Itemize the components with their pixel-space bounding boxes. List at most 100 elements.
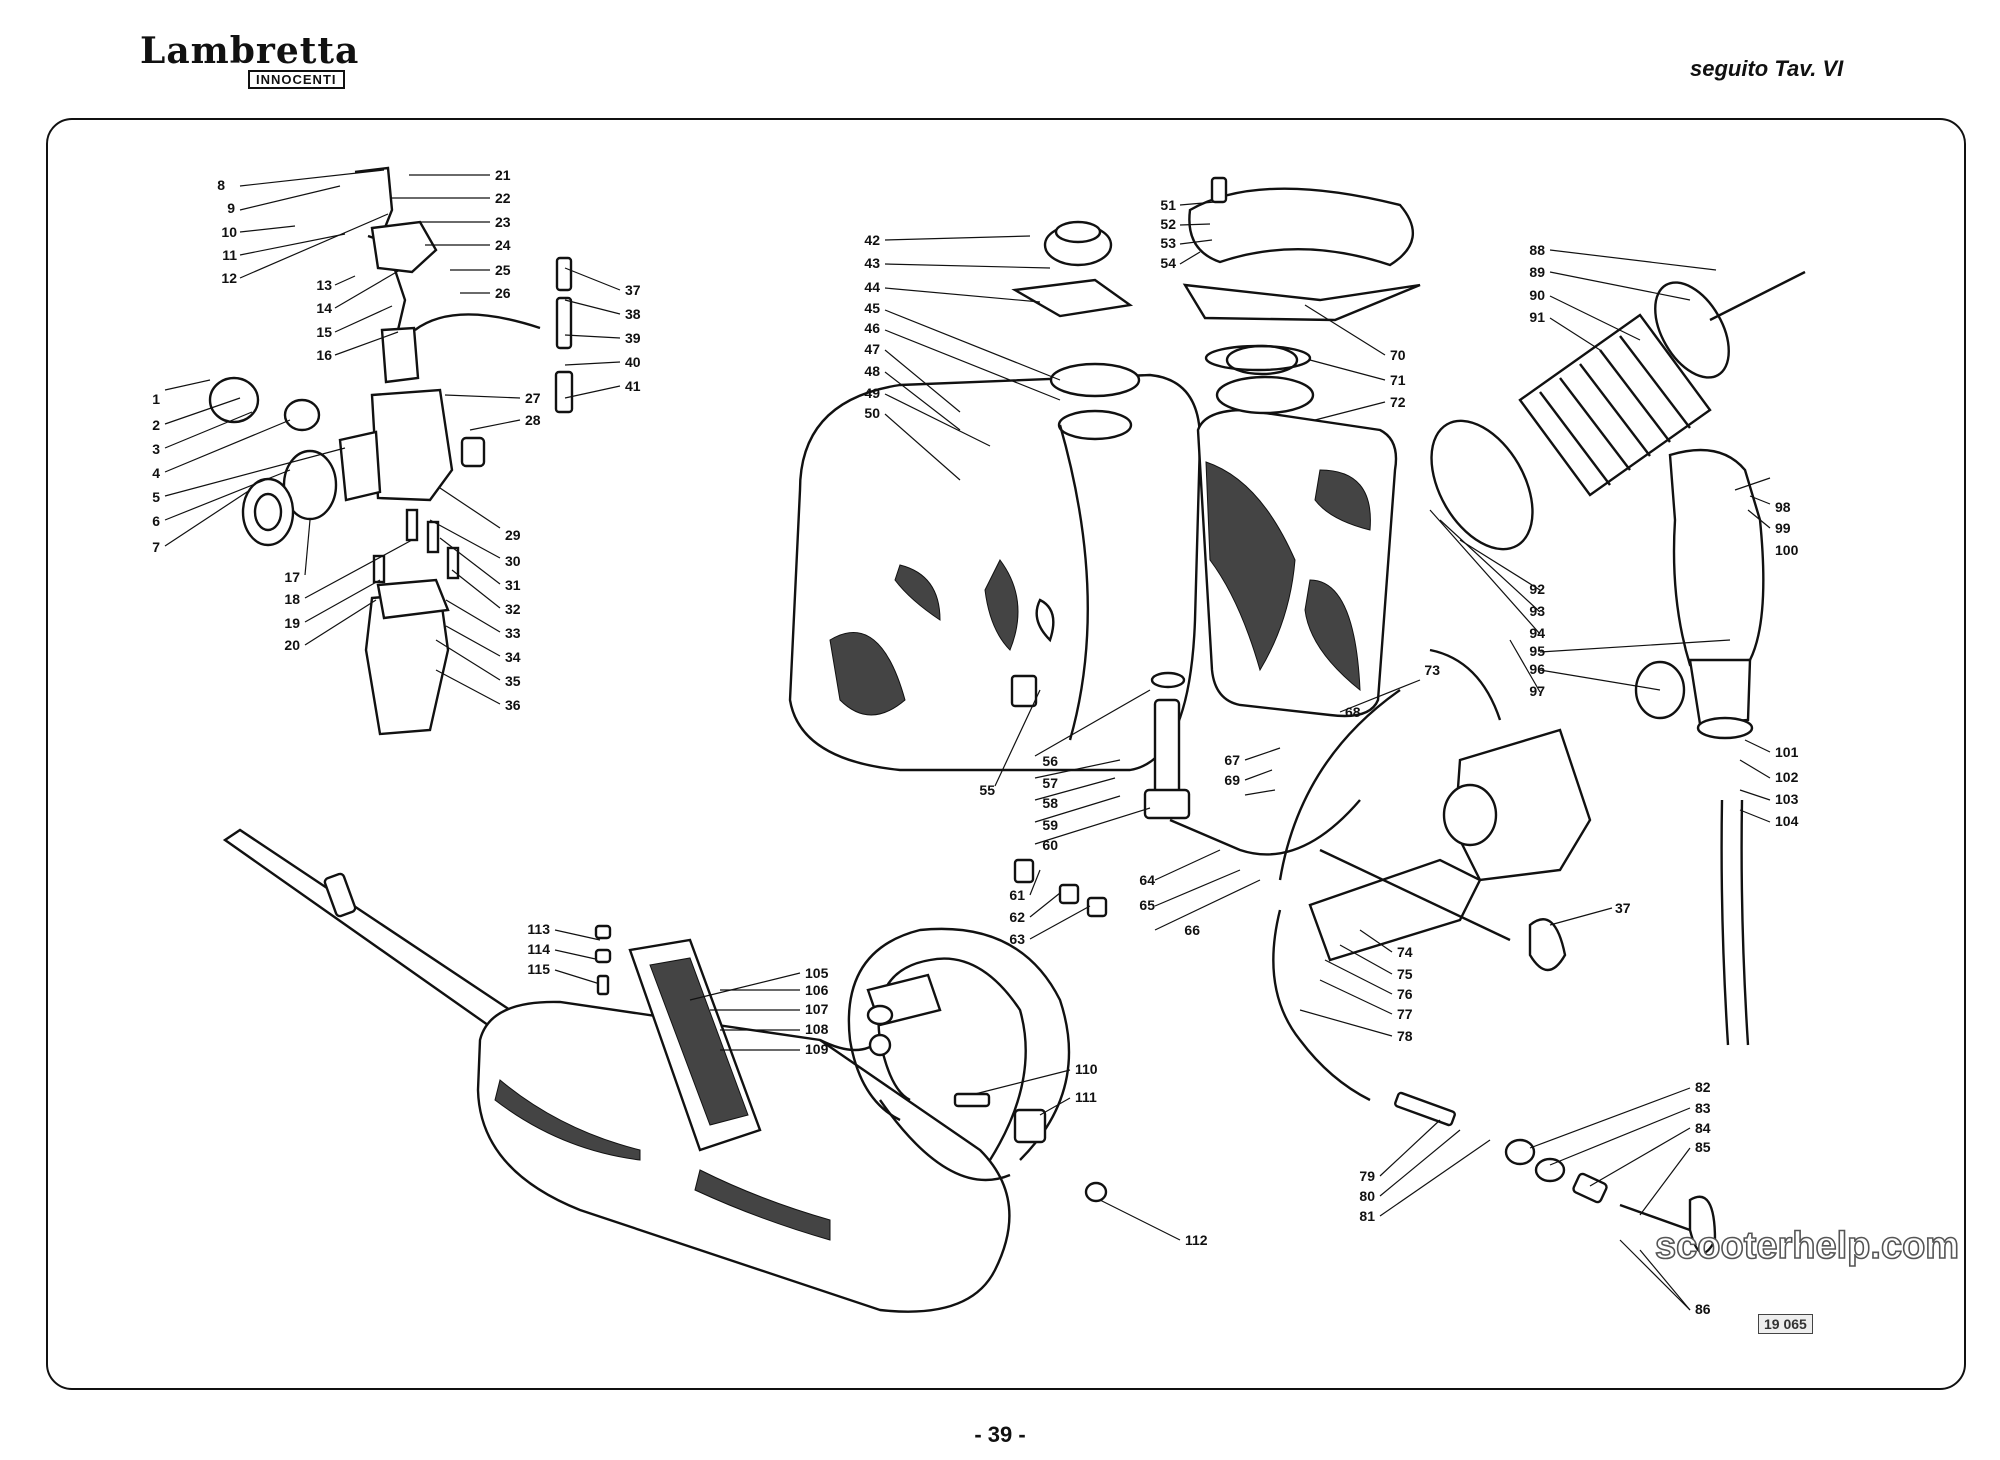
carburettor-drawing [208,166,574,736]
callout-23: 23 [495,214,511,230]
callout-88: 88 [1529,242,1545,258]
callout-107: 107 [805,1001,829,1017]
callout-63: 63 [1009,931,1025,947]
page-number: - 39 - [974,1422,1026,1447]
callout-96: 96 [1529,661,1545,677]
callout-40: 40 [625,354,641,370]
callout-100: 100 [1775,542,1799,558]
callout-65: 65 [1139,897,1155,913]
callout-76: 76 [1397,986,1413,1002]
callout-113: 113 [527,921,550,937]
callout-83: 83 [1695,1100,1711,1116]
callout-89: 89 [1529,264,1545,280]
callout-73: 73 [1424,662,1440,678]
callout-92: 92 [1529,581,1545,597]
callout-46: 46 [864,320,880,336]
callout-58: 58 [1042,795,1058,811]
callout-67: 67 [1224,752,1240,768]
callout-24: 24 [495,237,511,253]
callout-9: 9 [227,200,235,216]
callout-66: 66 [1184,922,1200,938]
diagram-frame [46,118,1966,1390]
callout-16: 16 [316,347,332,363]
callout-101: 101 [1775,744,1799,760]
callout-57: 57 [1042,775,1058,791]
brand-wordmark: Lambretta [140,30,360,72]
callout-38: 38 [625,306,641,322]
callout-1: 1 [152,391,160,407]
callout-103: 103 [1775,791,1799,807]
callout-97: 97 [1529,683,1545,699]
callout-51: 51 [1160,197,1176,213]
callout-78: 78 [1397,1028,1413,1044]
callout-70: 70 [1390,347,1406,363]
callout-77: 77 [1397,1006,1413,1022]
callout-91: 91 [1529,309,1545,325]
callout-106: 106 [805,982,829,998]
callout-80: 80 [1359,1188,1375,1204]
callout-2: 2 [152,417,160,433]
callout-69: 69 [1224,772,1240,788]
callout-90: 90 [1529,287,1545,303]
callout-64: 64 [1139,872,1155,888]
callout-112: 112 [1185,1232,1208,1248]
callout-5: 5 [152,489,160,505]
choke-assembly-drawing [1308,728,1592,972]
callout-108: 108 [805,1021,829,1037]
callout-93: 93 [1529,603,1545,619]
callout-4: 4 [152,465,160,481]
callout-79: 79 [1359,1168,1375,1184]
callout-59: 59 [1042,817,1058,833]
callout-11: 11 [222,247,237,263]
watermark-text: scooterhelp.com [1654,1224,1960,1268]
callout-numbers: 8 9 10 11 12 13 14 15 16 21 22 23 24 25 … [152,167,1798,1317]
callout-36: 36 [505,697,521,713]
callout-104: 104 [1775,813,1799,829]
callout-53: 53 [1160,235,1176,251]
callout-47: 47 [864,341,880,357]
callout-99: 99 [1775,520,1791,536]
plate-reference: seguito Tav. VI [1690,56,1844,81]
callout-95: 95 [1529,643,1545,659]
callout-13: 13 [316,277,332,293]
lambretta-logo: Lambretta INNOCENTI [140,30,365,89]
callout-68: 68 [1345,704,1361,720]
small-hardware [594,598,1055,1057]
callout-105: 105 [805,965,829,981]
callout-75: 75 [1397,966,1413,982]
fuel-tap-drawing [1013,648,1502,1102]
callout-110: 110 [1075,1061,1098,1077]
callout-27: 27 [525,390,541,406]
callout-72: 72 [1390,394,1406,410]
callout-42: 42 [864,232,880,248]
callout-81: 81 [1359,1208,1375,1224]
callout-17: 17 [284,569,300,585]
callout-56: 56 [1042,753,1058,769]
callout-43: 43 [864,255,880,271]
brand-subtitle: INNOCENTI [248,70,345,89]
callout-109: 109 [805,1041,829,1057]
callout-26: 26 [495,285,511,301]
callout-82: 82 [1695,1079,1711,1095]
callout-41: 41 [625,378,641,394]
callout-29: 29 [505,527,521,543]
callout-60: 60 [1042,837,1058,853]
callout-37-mid: 37 [1615,900,1631,916]
callout-55: 55 [979,782,995,798]
callout-85: 85 [1695,1139,1711,1155]
callout-45: 45 [864,300,880,316]
callout-62: 62 [1009,909,1025,925]
callout-54: 54 [1160,255,1176,271]
callout-98: 98 [1775,499,1791,515]
callout-35: 35 [505,673,521,689]
callout-8: 8 [217,177,225,193]
callout-115: 115 [527,961,550,977]
callout-94: 94 [1529,625,1545,641]
watermark-badge: 19 065 [1758,1314,1813,1334]
callout-15: 15 [316,324,332,340]
callout-34: 34 [505,649,521,665]
air-filter-drawing [1430,270,1806,1046]
callout-21: 21 [495,167,511,183]
callout-33: 33 [505,625,521,641]
